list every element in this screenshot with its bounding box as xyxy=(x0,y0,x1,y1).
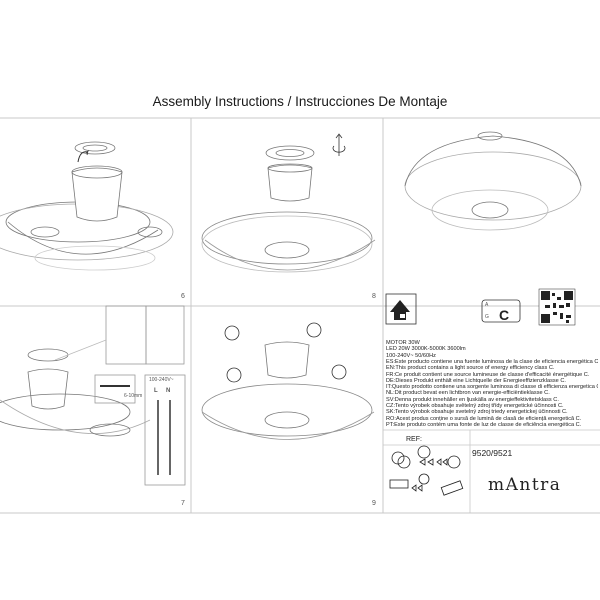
spec-line: MOTOR 30W xyxy=(386,340,420,346)
language-line: RO:Acest produs conține o sursă de lumin… xyxy=(386,415,582,422)
voltage-label: 100-240V~ xyxy=(149,377,174,383)
language-line: SK:Tento výrobok obsahuje svetelný zdroj… xyxy=(386,409,568,416)
energy-scale-top: A xyxy=(485,302,489,308)
spec-line: 100-240V~ 50/60Hz xyxy=(386,352,436,359)
step-number: 6 xyxy=(181,293,185,300)
product-info: MOTOR 30W LED 20W 3000K-5000K 3600lm 100… xyxy=(383,306,600,513)
language-line: ES:Este producto contiene una fuente lum… xyxy=(386,359,598,365)
energy-label-icon xyxy=(481,299,521,323)
page-title: Assembly Instructions / Instrucciones De… xyxy=(152,94,448,109)
spec-line: LED 20W 3000K-5000K 3600lm xyxy=(386,346,466,353)
step-number: 8 xyxy=(372,293,376,300)
strip-length-label: 6-10mm xyxy=(124,393,143,399)
brand-logo: mAntra xyxy=(488,475,562,495)
language-line: DE:Dieses Produkt enthält eine Lichtquel… xyxy=(386,377,566,384)
live-label: L xyxy=(154,388,158,394)
energy-statements: ES:Este producto contiene una fuente lum… xyxy=(386,359,598,428)
ref-value: 9520/9521 xyxy=(472,448,513,458)
step-number: 9 xyxy=(372,500,376,507)
language-line: PT:Este produto contém uma fonte de luz … xyxy=(386,421,582,428)
neutral-label: N xyxy=(166,388,171,394)
energy-class-letter: C xyxy=(499,307,510,323)
language-line: FR:Ce produit contient une source lumine… xyxy=(386,371,590,378)
spec-list: MOTOR 30W LED 20W 3000K-5000K 3600lm 100… xyxy=(386,340,586,359)
language-line: NL:Dit product bevat een lichtbron van e… xyxy=(386,390,550,397)
language-line: EN:This product contains a light source … xyxy=(386,365,555,372)
energy-scale-bottom: G xyxy=(485,314,489,320)
ref-label: REF: xyxy=(406,436,422,443)
language-line: IT:Questo prodotto contiene una sorgente… xyxy=(386,384,598,391)
rotate-icon xyxy=(332,133,346,156)
language-line: SV:Denna produkt innehåller en ljuskälla… xyxy=(386,396,559,403)
step-number: 7 xyxy=(181,500,185,507)
language-line: CZ:Tento výrobek obsahuje světelný zdroj… xyxy=(386,403,564,410)
